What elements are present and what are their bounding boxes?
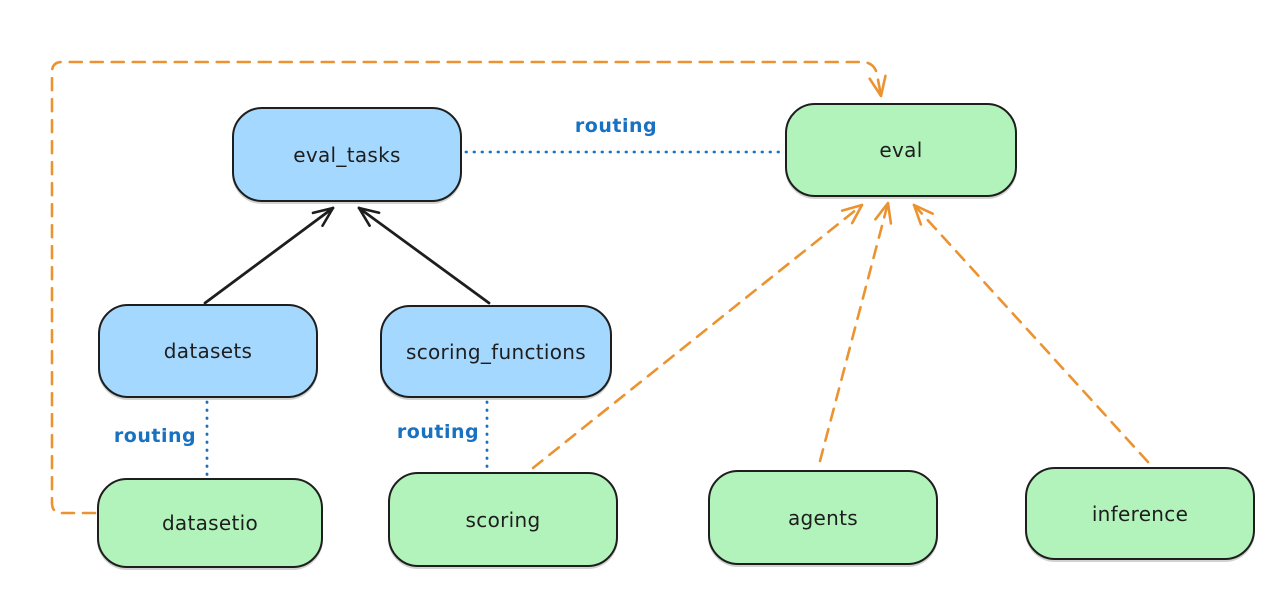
node-scoring-functions-label: scoring_functions (405, 339, 587, 364)
node-eval: eval (785, 103, 1017, 197)
edge-agents-to-eval (818, 201, 893, 463)
edge-inference-to-eval (912, 203, 1150, 464)
edge-label-routing-top: routing (574, 115, 658, 137)
node-datasets: datasets (98, 304, 318, 398)
edge-scoring-to-eval (531, 203, 864, 470)
node-scoring-label: scoring (465, 507, 541, 532)
node-agents-label: agents (788, 505, 858, 530)
node-inference: inference (1025, 467, 1255, 560)
node-agents: agents (708, 470, 938, 565)
edge-datasetio-to-eval (50, 60, 887, 515)
node-datasetio-label: datasetio (161, 511, 259, 535)
node-eval-tasks: eval_tasks (232, 107, 462, 202)
node-scoring: scoring (388, 472, 618, 567)
node-scoring-functions: scoring_functions (380, 305, 612, 398)
node-eval-label: eval (879, 138, 923, 162)
node-eval-tasks-label: eval_tasks (293, 142, 401, 167)
node-datasetio: datasetio (97, 478, 323, 568)
edge-datasets-to-eval-tasks (203, 206, 335, 305)
edge-label-routing-left: routing (113, 425, 197, 447)
edge-label-routing-middle: routing (396, 421, 480, 443)
node-datasets-label: datasets (163, 339, 253, 363)
node-inference-label: inference (1091, 501, 1189, 526)
edge-scoring-functions-to-eval-tasks (357, 206, 491, 305)
